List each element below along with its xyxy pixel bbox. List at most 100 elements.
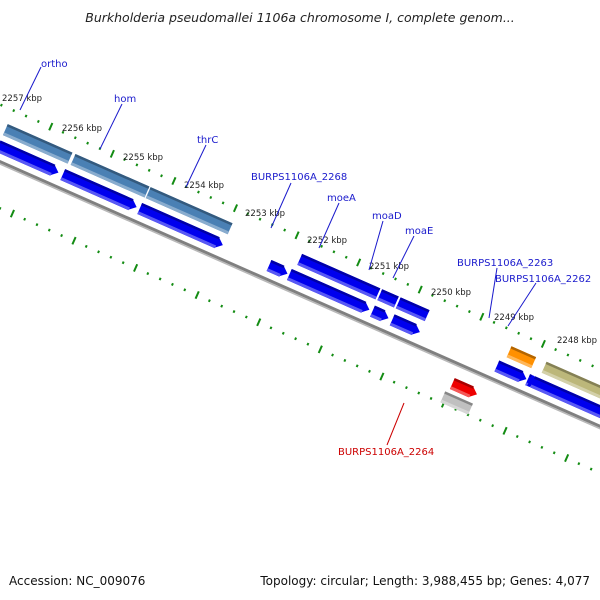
feature-moaE-cds [389,314,420,335]
minor-tick [220,304,224,308]
tick-label: 2256 kbp [62,124,102,134]
gene-label-burps1106a-2268[interactable]: BURPS1106A_2268 [251,172,347,183]
minor-tick [307,239,311,243]
accession-text: Accession: NC_009076 [9,574,146,588]
tick-label: 2253 kbp [245,209,285,219]
tick-label: 2252 kbp [307,236,347,246]
feature-bevel-bottom [494,368,520,383]
major-tick [540,339,546,348]
major-tick [379,372,385,381]
feature-bevel-top [529,374,532,378]
tick-label: 2249 kbp [494,313,534,323]
minor-tick [294,337,298,341]
gene-label-hom[interactable]: hom [114,94,136,105]
feature-bevel-top [290,269,367,305]
minor-tick [171,282,174,286]
minor-tick [528,440,532,444]
minor-tick [515,434,519,439]
feature-BURPS1106A_2261 [541,361,600,410]
minor-tick [406,282,410,286]
map-title: Burkholderia pseudomallei 1106a chromoso… [85,10,515,25]
minor-tick [121,261,125,265]
minor-tick [589,467,593,471]
major-tick [294,231,300,240]
minor-tick [258,217,262,221]
minor-tick [467,310,471,314]
major-tick [564,453,570,463]
minor-tick [197,190,200,194]
minor-tick [97,250,100,254]
feature-moaD [377,289,399,308]
gene-label-moeA[interactable]: moeA [327,193,356,204]
minor-tick [84,244,88,248]
minor-tick [207,299,211,303]
leader-line [19,66,42,111]
feature-BURPS1106A_2261-cds [530,376,600,426]
major-tick [9,209,15,218]
gene-label-moaE[interactable]: moaE [405,226,433,237]
feature-bevel-top [270,260,285,269]
major-tick [317,345,323,354]
minor-tick [578,358,582,362]
major-tick [232,204,239,213]
feature-bevel-top [399,297,430,313]
feature-bevel-bottom [440,399,470,415]
major-tick [417,285,423,294]
feature-hom-cds [60,169,137,210]
major-tick [171,176,177,186]
minor-tick [146,272,150,276]
minor-tick [368,369,371,373]
feature-thrC [145,187,233,235]
minor-tick [566,353,570,357]
feature-bevel-bottom [506,354,533,369]
minor-tick [246,212,250,216]
minor-tick [0,206,2,210]
minor-tick [73,136,77,140]
feature-bevel-top [6,124,73,155]
minor-tick [158,277,162,281]
major-tick [71,236,77,245]
topology-summary: Topology: circular; Length: 3,988,455 bp… [260,574,590,588]
gene-label-burps1106a-2262[interactable]: BURPS1106A_2262 [495,274,591,285]
feature-bevel-top [545,361,600,401]
minor-tick [591,364,594,368]
feature-bevel-bottom [297,262,377,300]
feature-bevel-top [74,153,150,189]
leader-line [99,103,123,150]
feature-BURPS1106A_2263 [506,346,537,369]
gene-label-ortho[interactable]: ortho [41,59,68,70]
minor-tick [23,217,27,221]
feature-BURPS1106A_2264 [440,391,473,415]
major-tick [502,426,508,435]
minor-tick [35,223,39,227]
feature-bevel-bottom [60,177,130,211]
major-tick [479,312,485,321]
major-tick [356,258,362,267]
feature-bevel-top [301,253,381,291]
gene-label-burps1106a-2264[interactable]: BURPS1106A_2264 [338,447,434,458]
gene-label-moaD[interactable]: moaD [372,211,402,222]
minor-tick [320,244,324,248]
major-tick [48,122,54,131]
major-tick [133,263,139,272]
tick-label: 2250 kbp [431,288,471,298]
feature-bevel-top [453,378,474,389]
minor-tick [392,380,396,384]
feature-bevel-top [373,305,386,313]
minor-tick [540,445,544,449]
gene-label-thrC[interactable]: thrC [197,135,218,146]
minor-tick [381,271,385,276]
feature-bevel-bottom [530,384,600,426]
map-labels: 2257 kbp 2256 kbp 2255 kbp 2254 kbp 2253… [2,59,597,458]
feature-bevel-top [381,289,399,299]
minor-tick [529,337,533,341]
minor-tick [405,386,408,390]
major-tick [256,318,262,327]
tick-label: 2254 kbp [184,181,224,191]
feature-bevel-bottom [145,195,229,235]
tick-label: 2257 kbp [2,94,42,104]
gene-label-burps1106a-2263[interactable]: BURPS1106A_2263 [457,258,553,269]
minor-tick [60,233,64,238]
leader-line [488,267,498,319]
